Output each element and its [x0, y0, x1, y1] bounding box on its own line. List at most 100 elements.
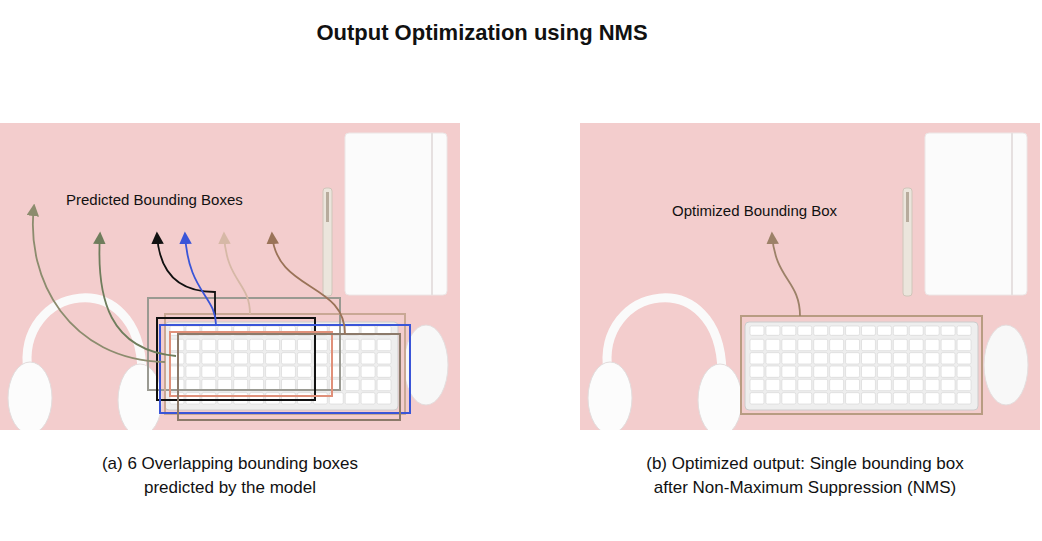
keyboard-key [941, 379, 955, 390]
keyboard-key [282, 379, 296, 390]
keyboard-key [877, 366, 891, 377]
keyboard-key [798, 339, 812, 350]
keyboard-key [186, 379, 200, 390]
keyboard-key [234, 366, 248, 377]
keyboard-key [266, 339, 280, 350]
notebook-band [431, 133, 433, 295]
subfigure-caption: (b) Optimized output: Single bounding bo… [640, 452, 970, 500]
keyboard-key [186, 339, 200, 350]
keyboard-key [862, 326, 876, 335]
keyboard-key [766, 379, 780, 390]
keyboard-key [750, 366, 764, 377]
keyboard-key [250, 379, 264, 390]
keyboard-key [234, 393, 248, 404]
keyboard-key [202, 393, 216, 404]
keyboard-key [266, 353, 280, 364]
keyboard-key [862, 339, 876, 350]
keyboard-key [377, 393, 391, 404]
keyboard-key [893, 379, 907, 390]
keyboard-key [957, 339, 971, 350]
keyboard-key [234, 379, 248, 390]
keyboard-key [893, 339, 907, 350]
keyboard-key [361, 339, 375, 350]
photo-background [0, 123, 460, 430]
keyboard-key [266, 366, 280, 377]
keyboard-key [250, 366, 264, 377]
keyboard-key [862, 353, 876, 364]
keyboard-key [814, 339, 828, 350]
keyboard-key [957, 393, 971, 404]
keyboard-key [941, 339, 955, 350]
keyboard-key [846, 353, 860, 364]
keyboard-key [862, 379, 876, 390]
keyboard-key [766, 353, 780, 364]
keyboard-key [893, 366, 907, 377]
keyboard-key [218, 353, 232, 364]
keyboard-key [830, 393, 844, 404]
keyboard-key [202, 366, 216, 377]
keyboard-key [750, 339, 764, 350]
headphone-cup [118, 364, 162, 430]
keyboard-key [957, 353, 971, 364]
keyboard-key [862, 366, 876, 377]
keyboard-key [345, 379, 359, 390]
keyboard-key [925, 366, 939, 377]
headphone-cup [588, 362, 632, 430]
keyboard-key [830, 379, 844, 390]
bounding-box [157, 318, 315, 400]
keyboard-key [218, 379, 232, 390]
keyboard-key [814, 379, 828, 390]
keyboard-key [941, 393, 955, 404]
notebook-band [1011, 133, 1013, 295]
keyboard-key [361, 366, 375, 377]
keyboard-key [909, 339, 923, 350]
image-label: Optimized Bounding Box [672, 200, 837, 221]
keyboard-key [361, 353, 375, 364]
keyboard-key [202, 379, 216, 390]
keyboard-key [266, 393, 280, 404]
keyboard-key [766, 326, 780, 335]
photo [0, 123, 460, 430]
photo-background [580, 123, 1040, 430]
keyboard-key [877, 393, 891, 404]
keyboard-key [202, 339, 216, 350]
keyboard-key [877, 379, 891, 390]
keyboard-key [830, 326, 844, 335]
keyboard-key [250, 353, 264, 364]
leader-arrow [272, 234, 345, 334]
keyboard-key [925, 326, 939, 335]
keyboard-key [250, 339, 264, 350]
keyboard-key [909, 379, 923, 390]
keyboard-key [782, 326, 796, 335]
keyboard-key [766, 366, 780, 377]
keyboard-key [893, 393, 907, 404]
keyboard-key [846, 393, 860, 404]
pen [903, 188, 912, 296]
keyboard-key [377, 379, 391, 390]
leader-arrow [99, 234, 176, 356]
keyboard-key [345, 353, 359, 364]
leader-arrow [185, 234, 216, 325]
keyboard-key [297, 366, 311, 377]
keyboard-key [814, 366, 828, 377]
keyboard-key [218, 339, 232, 350]
notebook [925, 133, 1027, 295]
subfigure-caption: (a) 6 Overlapping bounding boxes predict… [80, 452, 380, 500]
leader-arrow [224, 234, 250, 314]
keyboard-key [282, 353, 296, 364]
keyboard-key [909, 366, 923, 377]
keyboard-key [282, 366, 296, 377]
bounding-box [170, 332, 332, 396]
keyboard-key [941, 326, 955, 335]
keyboard-key [297, 393, 311, 404]
keyboard-key [282, 393, 296, 404]
keyboard-key [297, 379, 311, 390]
keyboard-key [925, 379, 939, 390]
headphone-band [607, 298, 722, 372]
keyboard-key [830, 366, 844, 377]
keyboard-key [782, 353, 796, 364]
keyboard-key [782, 339, 796, 350]
bounding-box [148, 298, 340, 390]
pen-clip [906, 192, 909, 222]
